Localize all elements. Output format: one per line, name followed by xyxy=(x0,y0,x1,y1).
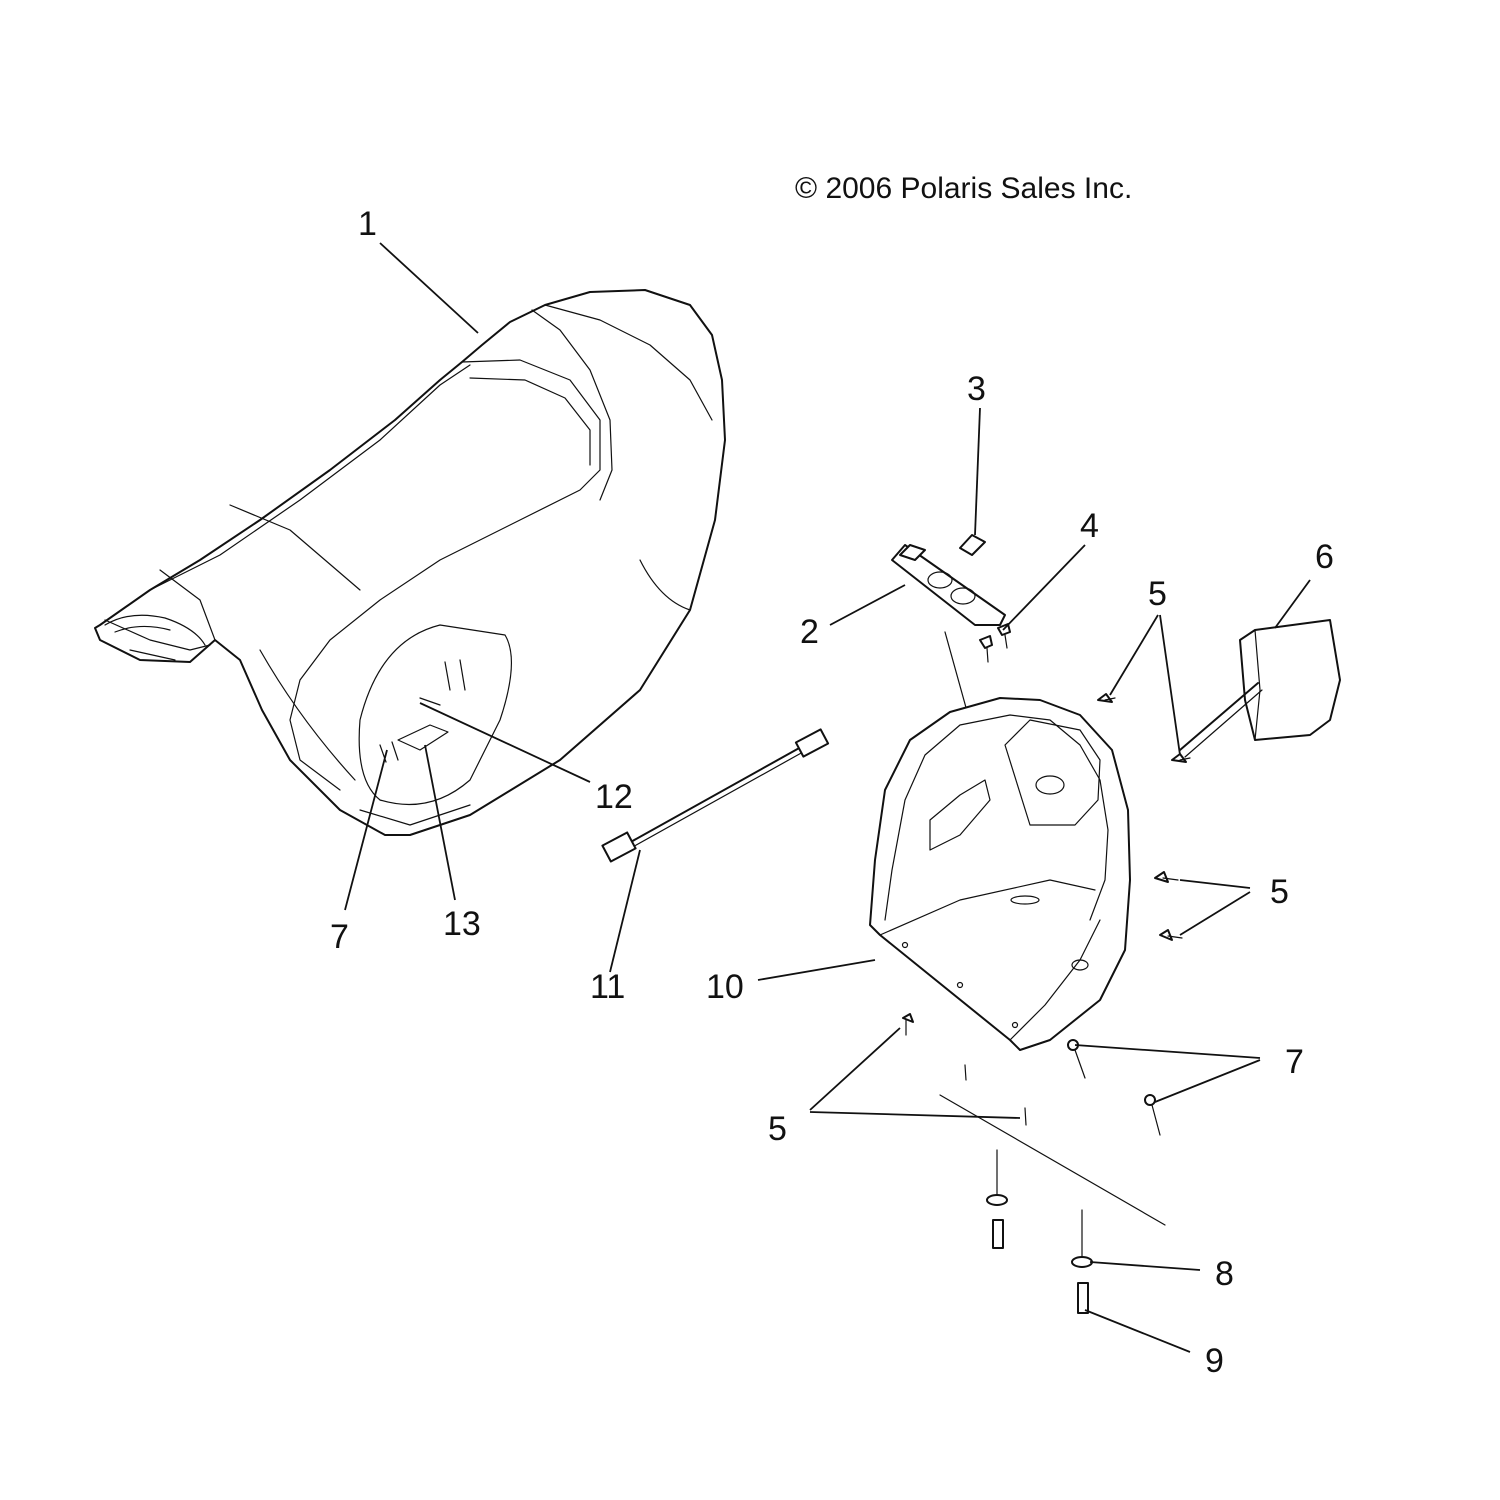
callout-5-upper: 5 xyxy=(1148,575,1167,613)
callout-11: 11 xyxy=(590,968,625,1006)
copyright-text: © 2006 Polaris Sales Inc. xyxy=(795,172,1132,205)
module-part-6 xyxy=(1179,619,1341,758)
callout-7-left: 7 xyxy=(330,918,349,956)
screws-part-4 xyxy=(979,623,1011,663)
callout-6: 6 xyxy=(1315,538,1334,576)
callout-4: 4 xyxy=(1080,507,1099,545)
callout-13: 13 xyxy=(443,905,481,943)
callout-5-lower: 5 xyxy=(768,1110,787,1148)
callout-7-right: 7 xyxy=(1285,1043,1304,1081)
seat-part xyxy=(94,289,726,836)
callout-12: 12 xyxy=(595,778,633,816)
callout-8: 8 xyxy=(1215,1255,1234,1293)
callout-10: 10 xyxy=(706,968,744,1006)
callout-3: 3 xyxy=(967,370,986,408)
cable-part xyxy=(601,728,830,863)
callout-9: 9 xyxy=(1205,1342,1224,1380)
callout-1: 1 xyxy=(358,205,377,243)
callout-5-right: 5 xyxy=(1270,873,1289,911)
leader-lines xyxy=(344,242,1311,1353)
housing-part-10 xyxy=(869,697,1131,1051)
callout-labels: 1 2 3 4 5 6 5 7 8 9 10 11 12 13 7 5 xyxy=(330,205,1334,1380)
callout-2: 2 xyxy=(800,613,819,651)
